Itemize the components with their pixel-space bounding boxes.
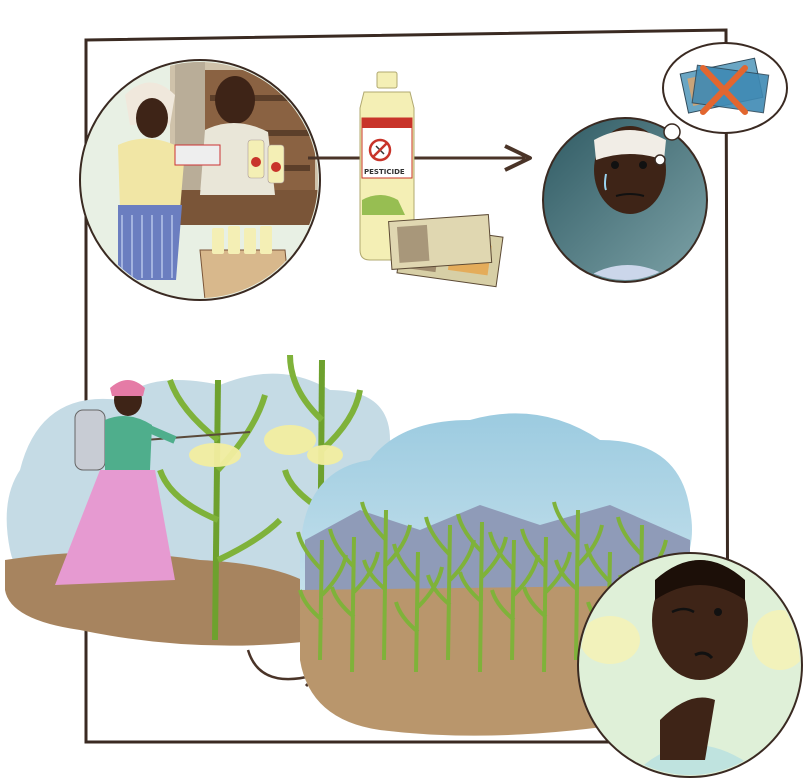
shop-scene xyxy=(80,36,320,300)
arrow-right xyxy=(308,146,530,170)
worried-man-portrait xyxy=(543,118,707,300)
bottle-label: PESTICIDE xyxy=(364,168,405,176)
banknotes xyxy=(389,215,503,287)
coughing-man-portrait xyxy=(578,553,808,778)
no-insect-icon xyxy=(370,140,390,160)
